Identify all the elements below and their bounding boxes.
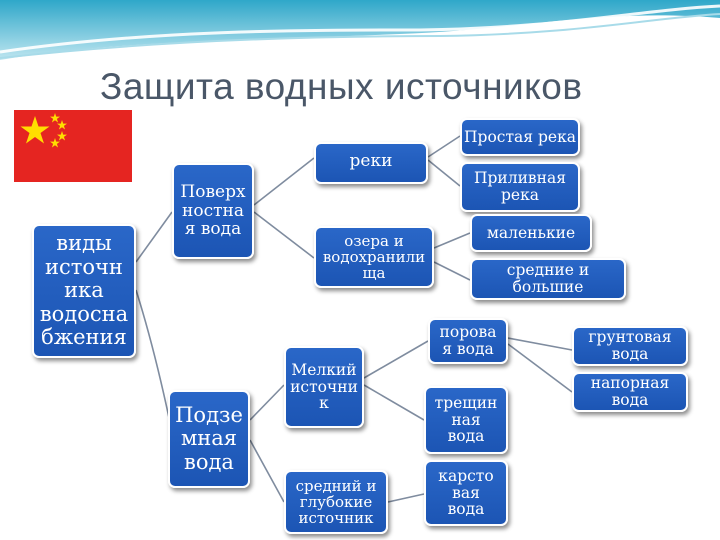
node-pressure-water: напорная вода [572,372,688,412]
header-wave-decoration [0,0,720,60]
node-rivers: реки [314,142,428,184]
node-tidal-river: Приливная река [460,162,580,212]
connector-pore-pressure [507,343,573,393]
connector-ground-deep [249,439,285,503]
connector-lakes-medium [433,261,471,281]
node-deep-source: средний и глубокие источник [284,470,388,534]
node-pore-water: порова я вода [428,318,508,364]
connector-pore-groundwater [507,337,573,351]
node-surface-water: Поверх ностна я вода [172,163,254,259]
node-fissure-water: трещин ная вода [424,386,508,454]
connector-surface-rivers [253,157,315,206]
node-ground-water-type: грунтовая вода [572,326,688,366]
connector-shallow-fissure [363,384,425,421]
connector-shallow-pore [363,340,429,379]
connector-rivers-simple [427,135,461,158]
node-water-source-types: виды источн ика водосна бжения [32,224,136,358]
node-simple-river: Простая река [460,118,580,156]
node-shallow-source: Мелкий источни к [284,346,364,428]
node-groundwater: Подзе мная вода [168,390,250,488]
slide-title: Защита водных источников [100,66,583,107]
node-medium-large: средние и большие [470,258,626,300]
node-karst-water: карсто вая вода [424,460,508,526]
node-lakes-reservoirs: озера и водохранили ща [314,226,434,288]
connector-lakes-small [433,232,471,249]
china-flag-icon [14,110,132,182]
connector-rivers-tidal [427,159,461,187]
connector-root-surface [135,211,173,263]
connector-root-ground [135,289,173,433]
connector-surface-lakes [253,211,315,259]
node-small: маленькие [470,214,592,252]
connector-ground-shallow [249,384,285,421]
connector-deep-karst [387,493,425,503]
